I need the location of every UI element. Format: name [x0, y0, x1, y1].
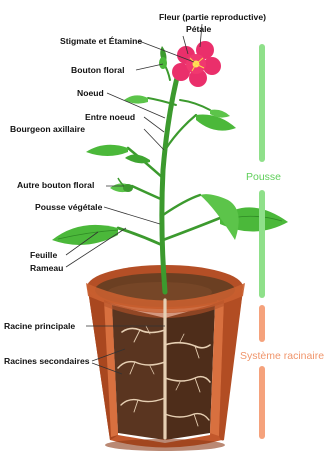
- label-fleur: Fleur (partie reproductive): [159, 12, 266, 22]
- flower: [172, 41, 221, 87]
- label-autre-bouton-floral: Autre bouton floral: [17, 180, 94, 190]
- pousse-label: Pousse: [246, 171, 281, 183]
- label-stigmate: Stigmate et Étamine: [60, 36, 142, 46]
- racinaire-label: Système racinaire: [240, 350, 324, 362]
- label-noeud: Noeud: [77, 88, 104, 98]
- label-rameau: Rameau: [30, 263, 63, 273]
- label-petale: Pétale: [186, 24, 212, 34]
- label-bouton-floral: Bouton floral: [71, 65, 124, 75]
- section-indicators: Pousse Système racinaire: [240, 44, 324, 439]
- racinaire-bar-upper: [259, 305, 265, 342]
- pousse-bar-upper: [259, 44, 265, 162]
- label-entre-noeud: Entre noeud: [85, 112, 135, 122]
- soil-cutaway-right: [165, 304, 215, 440]
- pousse-bar-lower: [259, 190, 265, 298]
- label-pousse-vegetale: Pousse végétale: [35, 202, 103, 212]
- label-racines-secondaires: Racines secondaires: [4, 356, 90, 366]
- label-racine-principale: Racine principale: [4, 321, 75, 331]
- label-bourgeon-axillaire: Bourgeon axillaire: [10, 124, 85, 134]
- label-feuille: Feuille: [30, 250, 57, 260]
- racinaire-bar-lower: [259, 366, 265, 439]
- leaf-lower-left: [52, 225, 118, 245]
- soil-cutaway-left: [112, 305, 165, 440]
